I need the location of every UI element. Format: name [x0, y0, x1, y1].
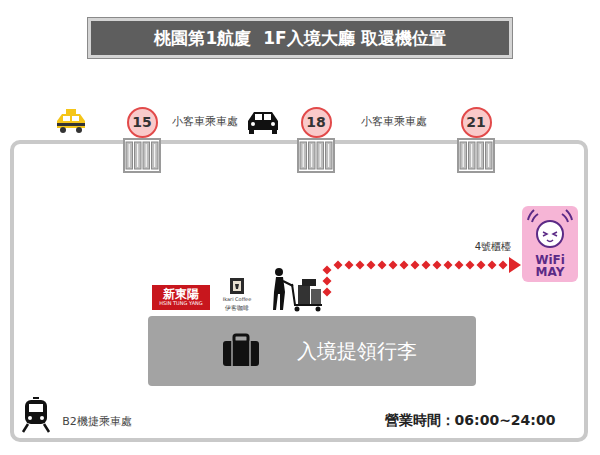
route-dots: [323, 257, 522, 297]
hall-outline: [12, 142, 586, 440]
title-bar: 桃園第1航廈 1F入境大廳 取還機位置: [88, 18, 512, 58]
baggage-claim-area: 入境提領行李: [148, 316, 476, 386]
counter-label: 4號櫃檯: [475, 241, 511, 253]
node-text: 新東陽: [163, 288, 199, 301]
shop-name: Ikari Coffee: [223, 297, 252, 303]
gate-number: 18: [301, 107, 332, 138]
suitcase-icon: [221, 333, 265, 369]
pickup-label: 小客車乘車處: [361, 116, 427, 129]
person-with-cart: [273, 268, 322, 312]
gate-number: 15: [127, 107, 158, 138]
door-icons: [124, 139, 494, 172]
node-text: 21: [466, 114, 485, 130]
coffee-icon: [230, 278, 244, 294]
door-icon: [124, 139, 160, 172]
node-text: 入境提領行李: [297, 338, 417, 365]
shop-logo: 新東陽HSIN TUNG YANG: [152, 285, 210, 310]
shop-name: 伊客咖啡: [225, 305, 249, 312]
taxi-icon: [57, 109, 85, 133]
mrt-label: B2機捷乘車處: [62, 416, 132, 429]
node-text: WiFi MAY: [530, 254, 570, 279]
hours-note: 營業時間：06:00~24:00: [385, 412, 556, 428]
gate-number: 21: [461, 107, 492, 138]
wifi-may-logo: WiFi MAY: [522, 206, 578, 282]
train-icon: [23, 398, 49, 432]
node-text: HSIN TUNG YANG: [159, 301, 202, 306]
node-text: 18: [306, 114, 325, 130]
pickup-label: 小客車乘車處: [172, 116, 238, 129]
car-icon: [248, 112, 278, 134]
wifi-face-icon: [522, 208, 578, 256]
title-text: 桃園第1航廈 1F入境大廳 取還機位置: [154, 27, 445, 50]
door-icon: [298, 139, 334, 172]
node-text: 15: [132, 114, 151, 130]
door-icon: [458, 139, 494, 172]
